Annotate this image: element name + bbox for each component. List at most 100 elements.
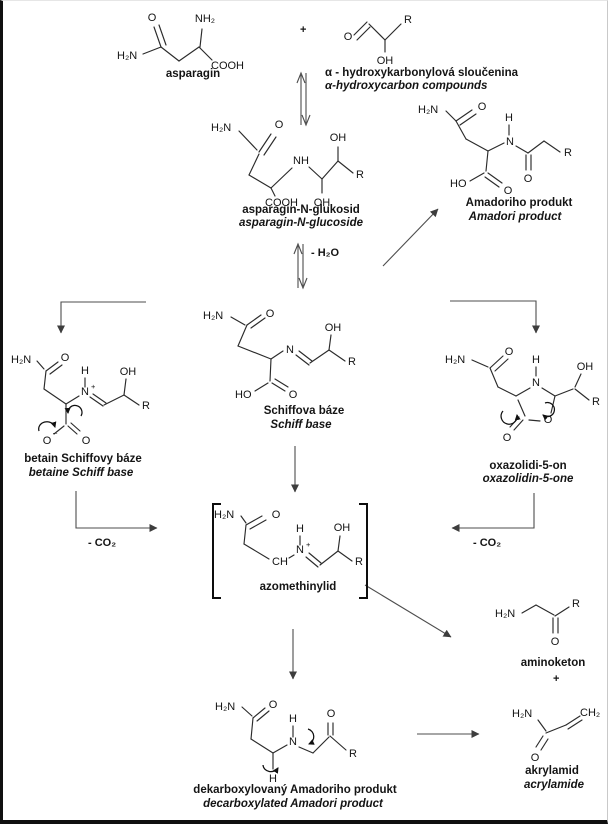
structure-glucoside: H₂N O NH OH R COOH OH: [211, 119, 364, 209]
reaction-plus-sign: +: [300, 24, 307, 36]
label-betaine-cs: betain Schiffovy báze: [24, 453, 142, 465]
atom-n: N: [532, 377, 540, 389]
atom-o: O: [289, 389, 298, 401]
atom-nh2: NH₂: [195, 13, 215, 25]
atom-n: N: [81, 386, 89, 398]
atom-o: O: [61, 352, 70, 364]
minus-h2o-label: - H₂O: [311, 247, 340, 259]
atom-h2n: H₂N: [11, 354, 31, 366]
electron-arrows: [262, 728, 315, 774]
bonds: [36, 360, 140, 435]
bonds: [238, 130, 354, 197]
atom-h2n: H₂N: [445, 354, 465, 366]
electron-arrows: [38, 404, 83, 432]
atom-n: N: [289, 736, 297, 748]
atom-oh: OH: [577, 361, 594, 373]
atom-o: O: [524, 173, 533, 185]
atom-o: O: [275, 119, 284, 131]
atom-h2n: H₂N: [117, 50, 137, 62]
label-oxazolidinone-cs: oxazolidi-5-on: [489, 460, 567, 472]
atom-r: R: [592, 396, 600, 408]
bonds: [521, 604, 570, 634]
atom-n: N: [506, 136, 514, 148]
label-decarb-amadori-cs: dekarboxylovaný Amadoriho produkt: [193, 784, 397, 796]
bonds: [535, 715, 583, 751]
electron-arrows: [500, 401, 555, 425]
arrow-to-oxazolidinone: [450, 300, 540, 334]
atom-r: R: [349, 748, 357, 760]
label-ylide-cs: azomethinylid: [259, 581, 337, 593]
bracket-right: [359, 503, 368, 599]
atom-o: O: [503, 432, 512, 444]
minus-co2-right-label: - CO₂: [473, 537, 502, 549]
label-glucoside-cs: asparagin-N-glukosid: [242, 204, 360, 216]
atom-h: H: [296, 523, 304, 535]
atom-h2n: H₂N: [214, 509, 234, 521]
charge-plus: +: [306, 540, 311, 549]
atom-o: O: [478, 101, 487, 113]
atom-h2n: H₂N: [211, 122, 231, 134]
atom-r: R: [572, 598, 580, 610]
atom-r: R: [348, 356, 356, 368]
equilibrium-arrow-top: [296, 71, 311, 127]
atom-h2n: H₂N: [203, 310, 223, 322]
atom-h2n: H₂N: [418, 104, 438, 116]
atom-o: O: [544, 414, 553, 426]
label-acrylamide-cs: akrylamid: [525, 765, 579, 777]
label-amadori-cs: Amadoriho produkt: [465, 197, 573, 209]
atom-o: O: [82, 435, 91, 447]
atom-h: H: [505, 112, 513, 124]
equilibrium-arrow-h2o: [293, 242, 308, 290]
structure-oxazolidinone: H₂N O H N OH R O O: [445, 346, 600, 444]
atom-o: O: [505, 346, 514, 358]
label-glucoside-en: asparagin-N-glucoside: [239, 217, 363, 229]
bonds: [240, 515, 353, 568]
atom-h2n: H₂N: [512, 708, 532, 720]
atom-o: O: [272, 509, 281, 521]
minus-co2-left-label: - CO₂: [88, 537, 117, 549]
bonds: [471, 355, 590, 431]
atom-o: O: [531, 752, 540, 764]
atom-r: R: [356, 169, 364, 181]
products-plus-sign: +: [553, 673, 560, 685]
structure-ylide: H₂N O H N + CH OH R: [214, 509, 363, 568]
atom-oh: OH: [377, 55, 394, 67]
atom-ho: HO: [450, 178, 467, 190]
label-aminoketone-cs: aminoketon: [520, 657, 586, 669]
atom-o: O: [504, 185, 513, 197]
atom-h2n: H₂N: [495, 608, 515, 620]
bonds: [353, 21, 402, 53]
atom-n: N: [286, 344, 294, 356]
charge-minus: –: [53, 428, 58, 437]
atom-ch: CH: [272, 556, 288, 568]
label-decarb-amadori-en: decarboxylated Amadori product: [203, 798, 383, 810]
label-acrylamide-en: acrylamide: [523, 779, 585, 791]
arrow-to-aminoketone: [364, 584, 452, 638]
atom-oh: OH: [334, 522, 351, 534]
atom-cooh: COOH: [265, 197, 298, 209]
atom-o: O: [266, 308, 275, 320]
label-amadori-en: Amadori product: [468, 211, 562, 223]
label-hydroxycarbonyl-cs: α - hydroxykarbonylová sloučenina: [325, 67, 519, 79]
structure-aminoketone: H₂N O R: [495, 598, 580, 648]
atom-r: R: [404, 14, 412, 26]
atom-ho: HO: [235, 389, 252, 401]
arrow-to-betaine: [57, 301, 146, 334]
label-oxazolidinone-en: oxazolidin-5-one: [482, 473, 574, 485]
atom-cooh: COOH: [211, 60, 244, 72]
atom-n: N: [296, 544, 304, 556]
arrow-to-amadori: [382, 208, 439, 267]
charge-plus: +: [91, 382, 96, 391]
structure-asparagine: H₂N O NH₂ COOH: [117, 12, 244, 72]
atom-ch2: CH₂: [580, 707, 600, 719]
atom-h: H: [269, 773, 277, 785]
atom-h: H: [81, 365, 89, 377]
atom-o: O: [551, 636, 560, 648]
atom-o: O: [344, 31, 353, 43]
atom-o: O: [269, 699, 278, 711]
atom-r: R: [355, 556, 363, 568]
atom-nh: NH: [293, 155, 309, 167]
arrow-co2-left: [75, 491, 158, 532]
atom-oh: OH: [330, 132, 347, 144]
